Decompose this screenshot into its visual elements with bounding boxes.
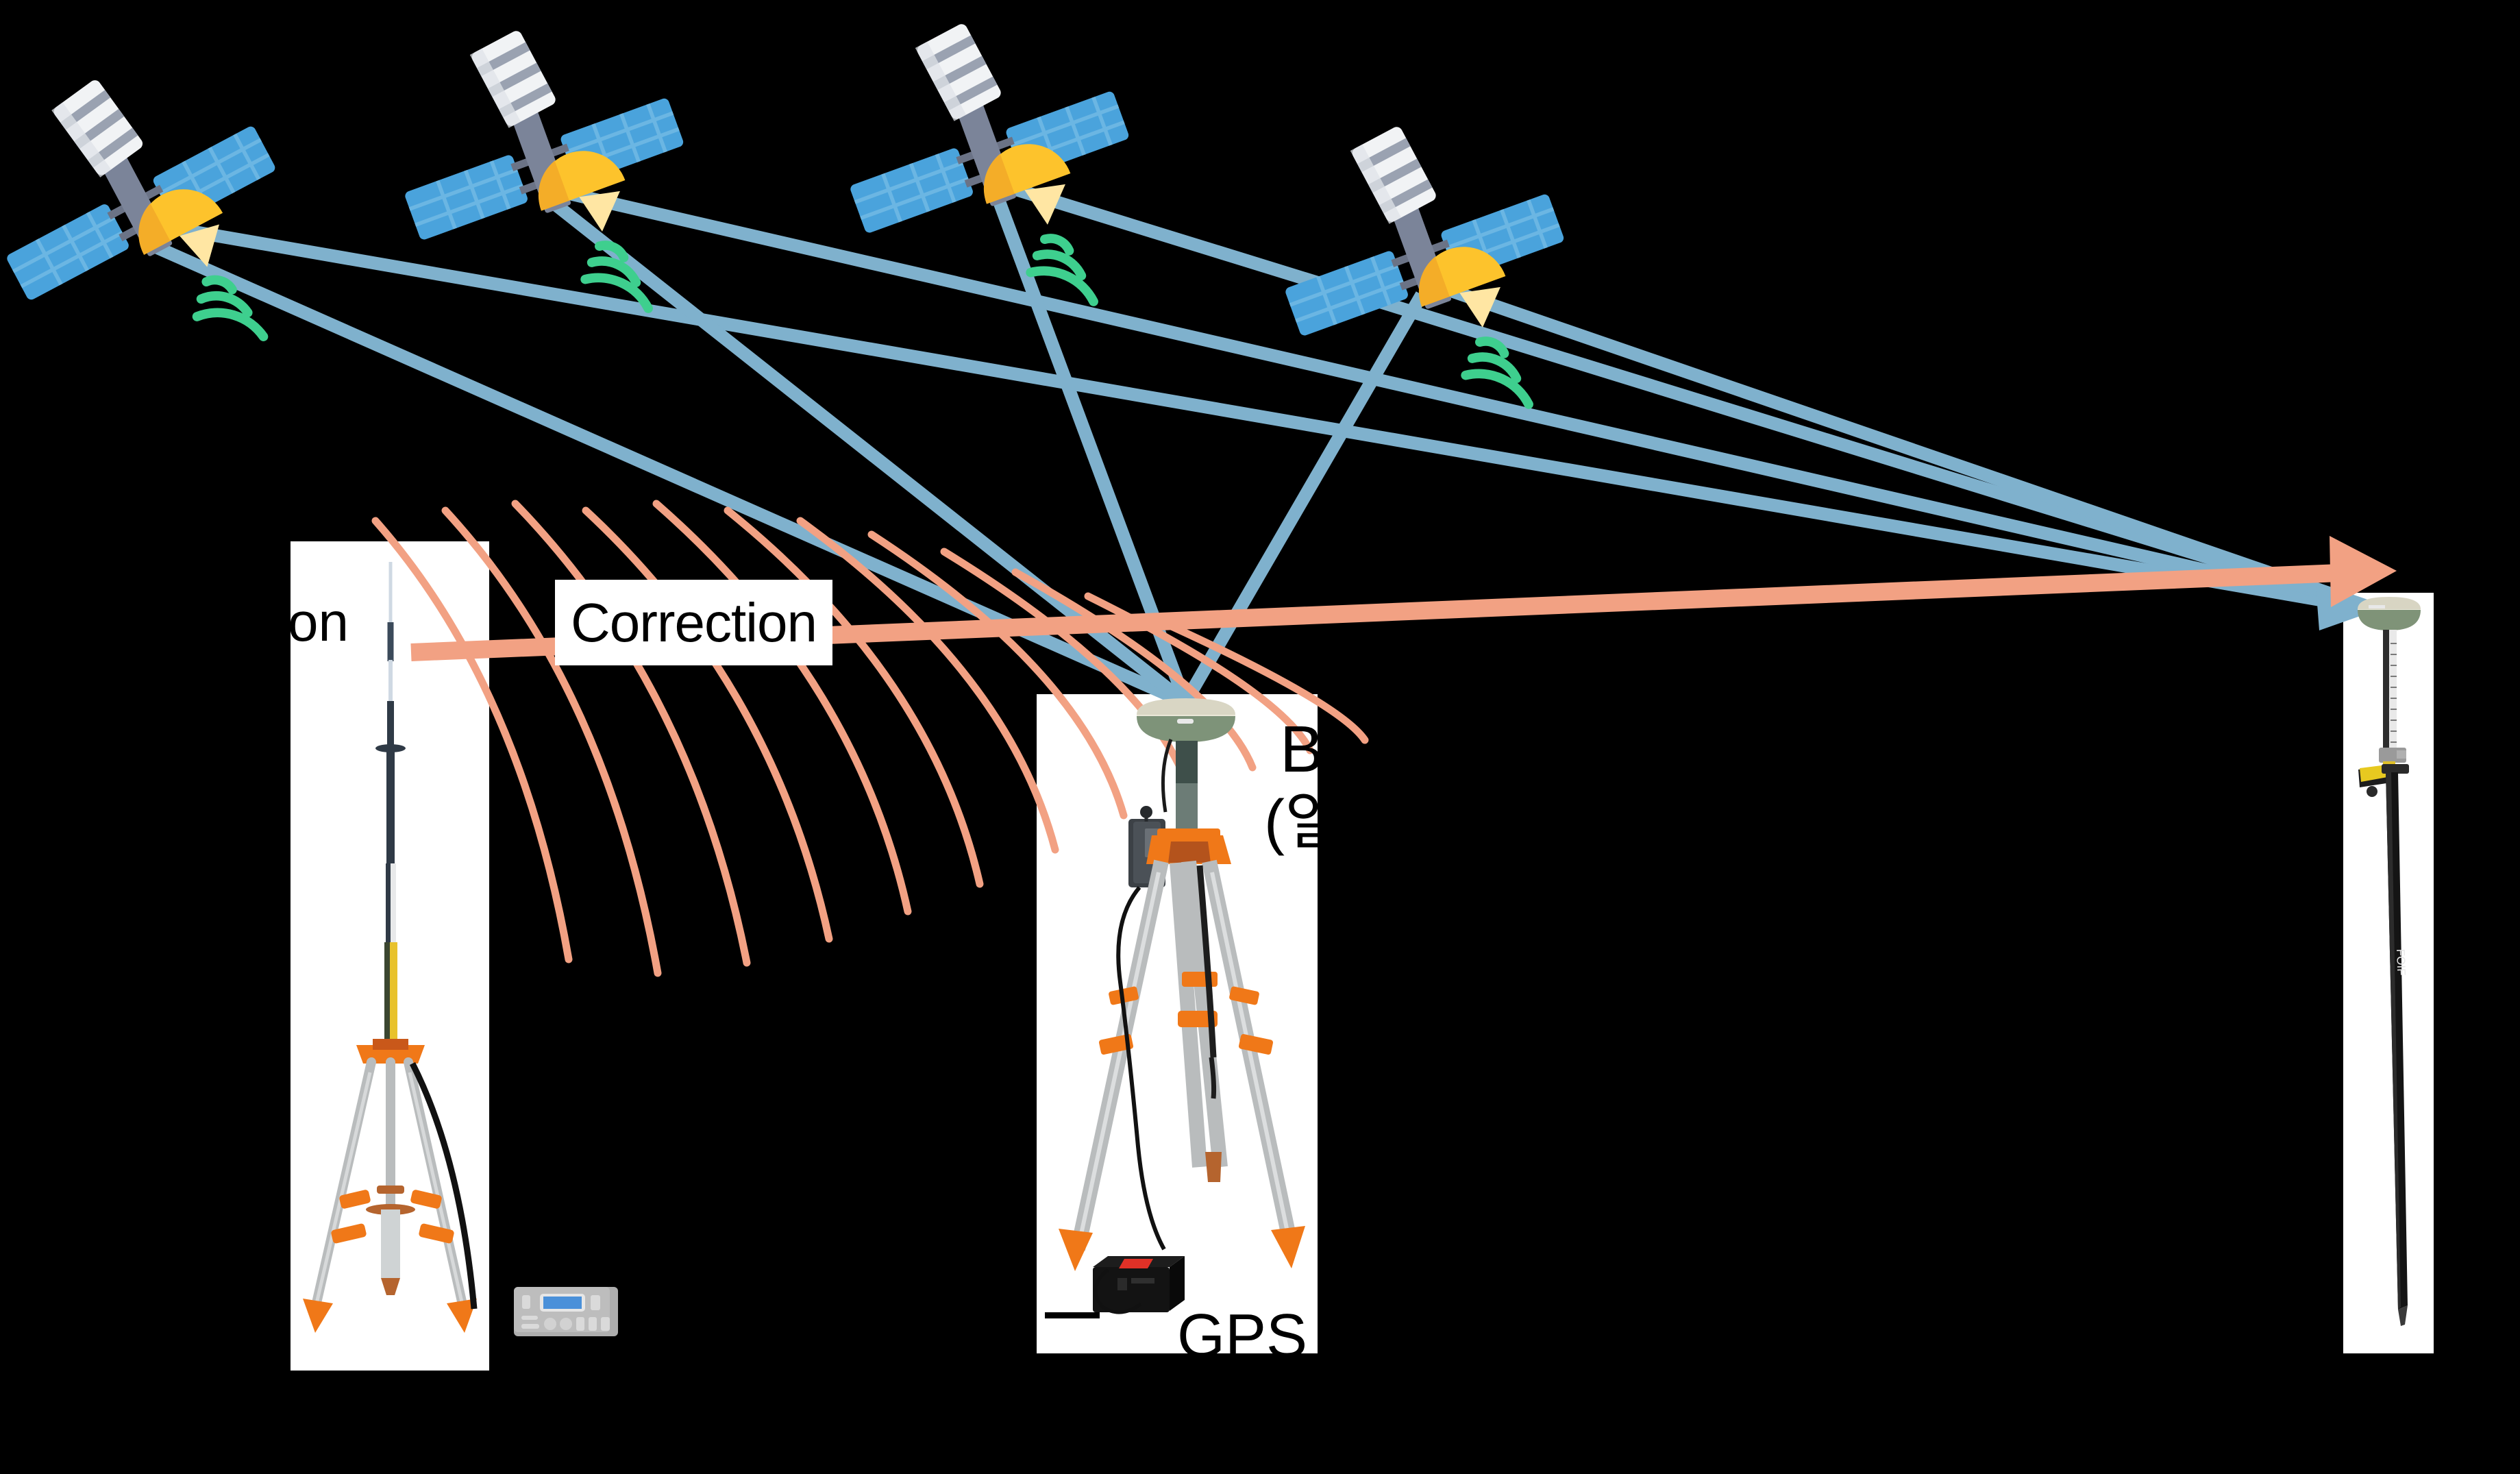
gps-label: GPS (1177, 1302, 1308, 1371)
radio-modem-icon (514, 1287, 618, 1336)
reference-station-label: on (288, 591, 349, 652)
label-underline-dash (1045, 1312, 1100, 1318)
correction-label: Correction (555, 580, 832, 665)
correction-arrowhead (2330, 536, 2397, 607)
base-station-receiver (1059, 698, 1305, 1314)
satellite-1-icon (0, 23, 343, 426)
satellite-2-icon (365, 0, 733, 373)
reference-station-antenna (303, 562, 478, 1333)
rover-receiver-pole: FOIF (2358, 597, 2421, 1326)
base-station-sublabel: (일 (1264, 788, 1342, 857)
pole-brand-text: FOIF (2394, 948, 2408, 975)
satellite-3-icon (810, 0, 1178, 367)
battery (1093, 1256, 1185, 1312)
satellite-4-icon (1245, 85, 1614, 469)
base-station-label: B (1280, 713, 1324, 786)
